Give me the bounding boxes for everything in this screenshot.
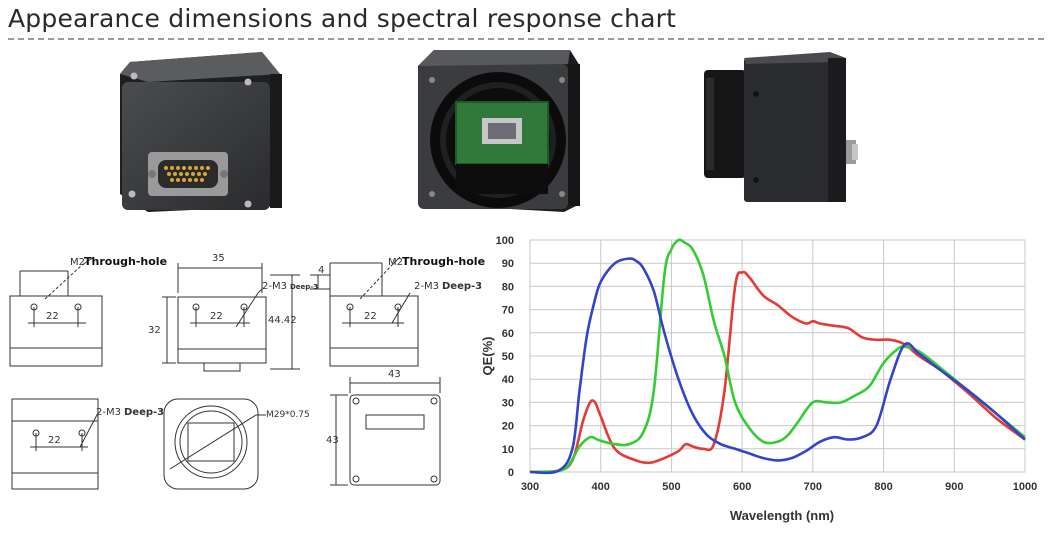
- through-hole-label-2: Through-hole: [402, 255, 485, 268]
- x-tick-label: 300: [521, 481, 539, 493]
- dimension-drawings: M2 Through-hole 22 35 32 22 2-M3 Deep-3 …: [9, 253, 485, 490]
- dim-32-label: 32: [148, 325, 161, 336]
- dim-43-width-label: 43: [388, 369, 401, 380]
- through-hole-label-1: Through-hole: [84, 255, 167, 268]
- series-line-2: [529, 238, 1026, 474]
- y-tick-label: 40: [502, 374, 514, 386]
- camera-front-photo: [418, 50, 580, 212]
- x-tick-label: 500: [662, 481, 680, 493]
- y-tick-label: 30: [502, 397, 514, 409]
- title-divider: [8, 38, 1044, 40]
- dim-22-label-1: 22: [46, 311, 59, 322]
- deep-3-label-1: Deep-3: [290, 283, 318, 291]
- m3-prefix-3: 2-M3: [96, 407, 121, 418]
- y-tick-label: 50: [502, 351, 514, 363]
- m3-prefix-2: 2-M3: [414, 281, 439, 292]
- y-tick-label: 60: [502, 328, 514, 340]
- dim-22-label-2: 22: [210, 311, 223, 322]
- spectral-response-chart: 300 400 500 600 700 800 900 1000 0 10 20 30 40 50 60 70…: [480, 235, 1037, 523]
- dim-22-label-3: 22: [364, 311, 377, 322]
- x-tick-label: 1000: [1013, 481, 1037, 493]
- y-tick-label: 20: [502, 421, 514, 433]
- x-tick-label: 600: [733, 481, 751, 493]
- x-tick-label: 800: [874, 481, 892, 493]
- x-axis-label: Wavelength (nm): [730, 508, 834, 523]
- y-axis-label: QE(%): [480, 337, 495, 376]
- series-line-3: [529, 257, 1026, 475]
- camera-side-photo: [704, 52, 858, 202]
- m2-prefix-2: M2: [388, 257, 403, 268]
- page-title: Appearance dimensions and spectral respo…: [8, 4, 677, 33]
- y-tick-label: 100: [496, 235, 514, 247]
- y-tick-label: 90: [502, 258, 514, 270]
- dim-4442-label: 44.42: [268, 315, 297, 326]
- y-tick-label: 10: [502, 444, 514, 456]
- dim-4-label: 4: [318, 265, 324, 276]
- m3-prefix-1: 2-M3: [262, 281, 287, 292]
- dim-35-label: 35: [212, 253, 225, 264]
- dim-43-height-label: 43: [326, 435, 339, 446]
- dim-22-label-4: 22: [48, 435, 61, 446]
- deep-3-label-2: Deep-3: [442, 281, 482, 292]
- deep-3-label-3: Deep-3: [124, 407, 164, 418]
- x-tick-label: 400: [592, 481, 610, 493]
- m2-prefix-1: M2: [70, 257, 85, 268]
- m29-label: M29*0.75: [266, 410, 310, 420]
- y-tick-label: 80: [502, 281, 514, 293]
- camera-back-photo: [120, 52, 282, 212]
- y-tick-label: 0: [508, 467, 514, 479]
- y-tick-label: 70: [502, 305, 514, 317]
- x-tick-label: 700: [804, 481, 822, 493]
- series-line-1: [529, 270, 1026, 474]
- x-tick-label: 900: [945, 481, 963, 493]
